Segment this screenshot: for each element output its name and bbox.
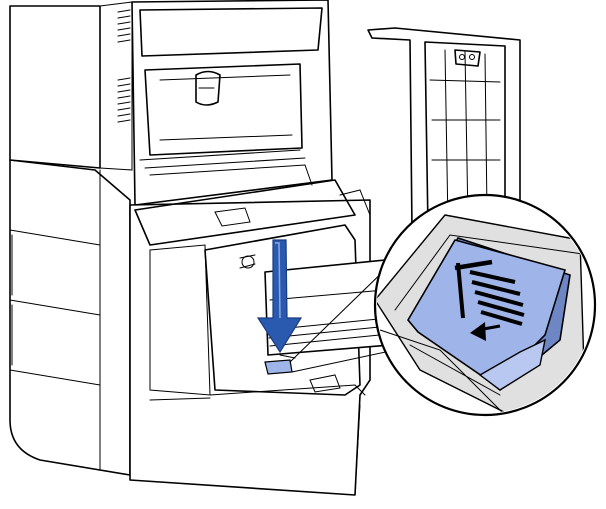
rear-cover-open (131, 0, 333, 206)
vent-slots-left (117, 9, 131, 123)
printer-front-lower (149, 374, 366, 496)
printer-body-left (9, 1, 133, 476)
stack-arrow-icon (470, 322, 501, 341)
arrow-down-icon (256, 239, 303, 354)
magnifier-callout (373, 193, 597, 417)
paper-stack-icon (454, 259, 525, 326)
